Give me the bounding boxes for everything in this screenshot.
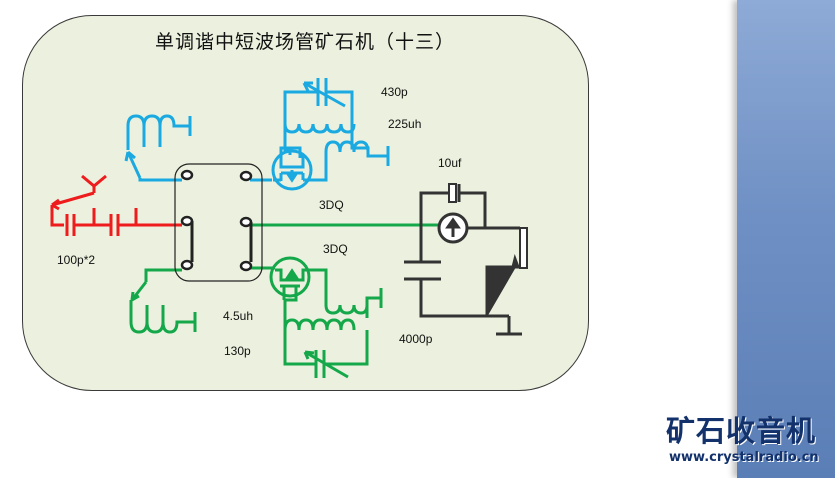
electrolytic-capacitor — [419, 191, 487, 228]
sw-circuit — [129, 223, 440, 379]
label-3dq-bottom: 3DQ — [323, 242, 348, 256]
label-10uf: 10uf — [438, 156, 462, 170]
logo-url: www.crystalradio.cn — [669, 450, 819, 465]
switch-contact — [180, 169, 194, 181]
label-4-5uh: 4.5uh — [223, 309, 254, 323]
mw-tap-arrow — [124, 150, 142, 179]
mw-transistor — [271, 149, 313, 191]
label-4000p: 4000p — [399, 332, 433, 346]
mw-circuit — [124, 78, 390, 191]
sw-transistor — [269, 256, 311, 298]
label-3dq-top: 3DQ — [319, 198, 344, 212]
sw-variable-capacitor — [303, 350, 349, 379]
mw-variable-capacitor — [283, 78, 354, 124]
band-switch-body — [174, 163, 263, 282]
sw-antenna-coil — [129, 300, 197, 334]
sw-tap-wire — [144, 268, 182, 282]
band-switch — [174, 163, 263, 282]
site-logo: 矿石收音机 www.crystalradio.cn — [666, 414, 835, 465]
label-430p: 430p — [381, 85, 408, 99]
label-130p: 130p — [224, 344, 251, 358]
switch-contact — [239, 170, 253, 182]
mw-feedback-coil — [311, 124, 390, 182]
antenna-symbol — [81, 174, 107, 193]
sw-tap-arrow — [130, 281, 148, 302]
antenna-capacitor-2 — [109, 208, 182, 236]
side-panel — [737, 0, 835, 478]
antenna-capacitor-1 — [65, 208, 111, 236]
bypass-capacitor — [404, 225, 522, 336]
antenna-circuit — [50, 174, 182, 236]
meter-circuit — [404, 183, 528, 336]
potentiometer-wiper — [485, 253, 521, 317]
label-225uh: 225uh — [388, 117, 422, 131]
mw-tap-wire — [138, 178, 182, 182]
logo-name: 矿石收音机 — [666, 414, 817, 448]
antenna-tap-arrow — [51, 191, 95, 211]
mw-tank-coil — [283, 123, 356, 134]
mw-antenna-coil — [126, 114, 192, 150]
slide-title: 单调谐中短波场管矿石机（十三） — [154, 31, 455, 53]
diagram-board — [22, 15, 589, 391]
switch-contact — [239, 260, 253, 272]
label-100p-x2: 100p*2 — [57, 253, 96, 267]
switch-contact — [180, 259, 194, 271]
potentiometer — [519, 227, 528, 269]
sw-tank-coil — [283, 318, 356, 331]
